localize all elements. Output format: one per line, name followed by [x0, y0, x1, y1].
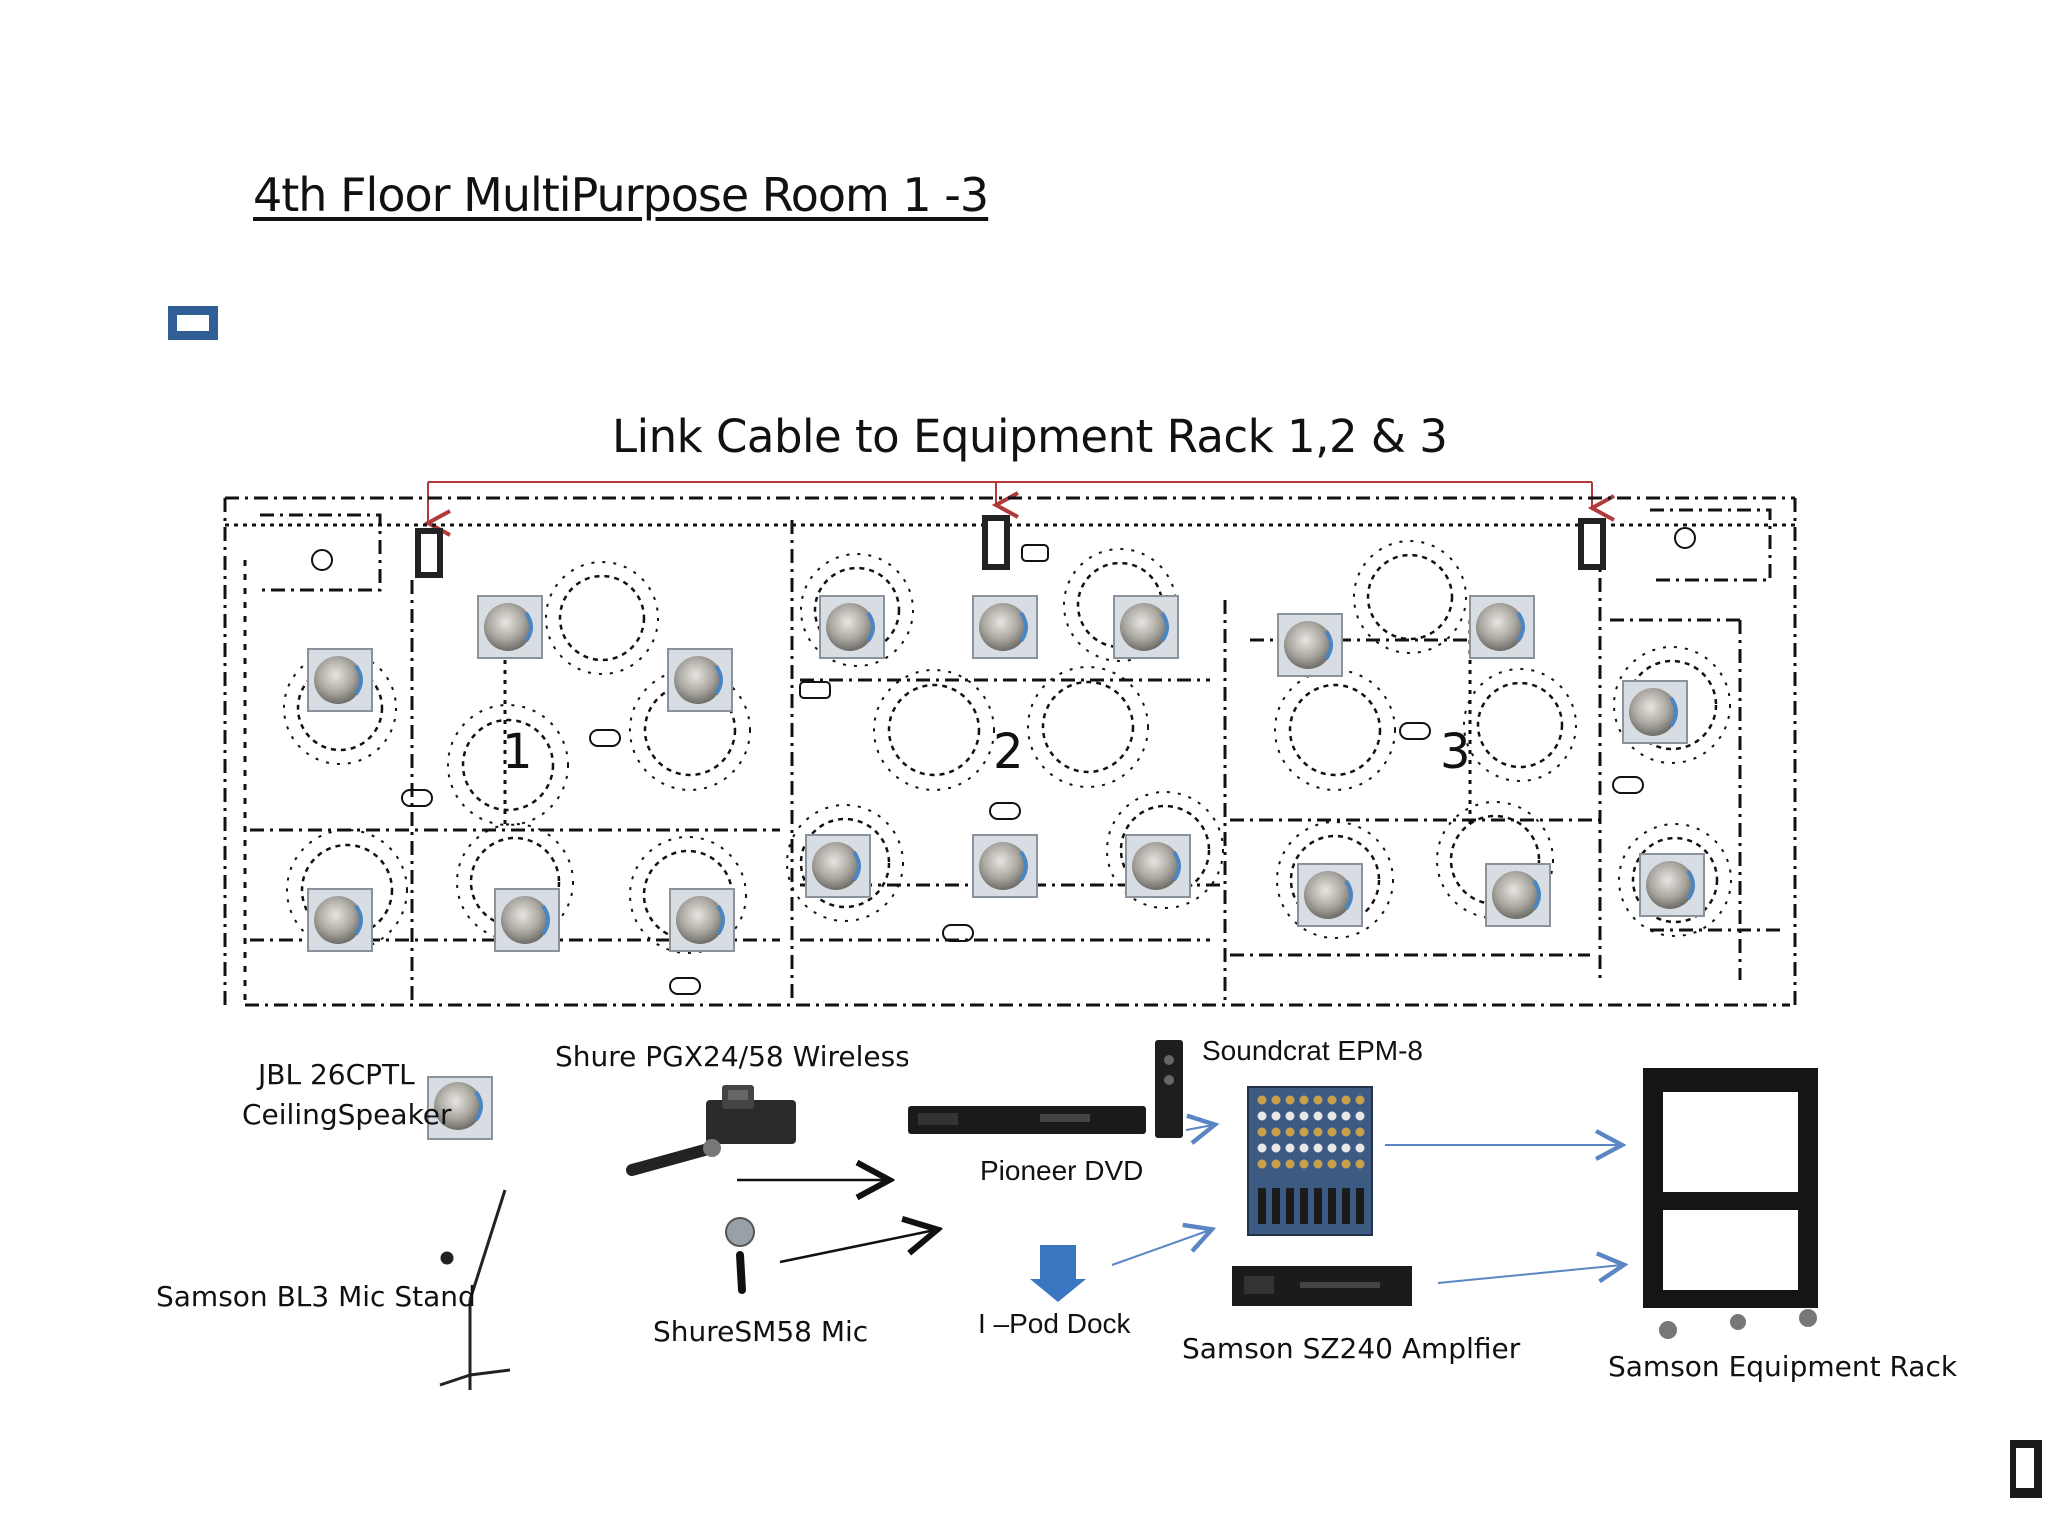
dvd-player-icon [908, 1040, 1183, 1138]
wireless-mic-label: Shure PGX24/58 Wireless M [555, 1040, 908, 1073]
rack-marker-2 [982, 515, 1010, 570]
ceiling-speaker-icon [1469, 595, 1535, 659]
ceiling-speakers [307, 595, 1705, 952]
plan-symbols [311, 527, 1696, 995]
ipod-dock-icon [1030, 1245, 1086, 1302]
ceiling-speaker-icon [972, 595, 1038, 659]
amplifier-icon [1232, 1266, 1412, 1306]
ceiling-speaker-icon [1125, 834, 1191, 898]
corner-rack-icon [2010, 1440, 2042, 1498]
slide-marker-icon [168, 306, 218, 340]
ceiling-speaker-icon [1113, 595, 1179, 659]
ceiling-speaker-icon [1485, 863, 1551, 927]
sm58-mic-label: ShureSM58 Mic [653, 1315, 869, 1348]
dvd-to-mixer-arrow [1185, 1125, 1213, 1130]
link-cable-caption: Link Cable to Equipment Rack 1,2 & 3 [612, 410, 1448, 463]
ipod-to-mixer-arrow [1111, 1230, 1210, 1266]
room-number-3: 3 [1440, 724, 1471, 780]
ceiling-speaker-icon [1622, 680, 1688, 744]
room-number-2: 2 [993, 724, 1024, 780]
dvd-label: Pioneer DVD [980, 1155, 1144, 1186]
mic-stand-label: Samson BL3 Mic Stand [156, 1280, 476, 1313]
ceiling-speaker-icon [494, 888, 560, 952]
ceiling-speaker-icon [972, 834, 1038, 898]
wireless-mic-icon [626, 1085, 796, 1176]
speaker-legend-icon [427, 1076, 493, 1140]
ceiling-speaker-icon [1277, 613, 1343, 677]
sm58-mic-icon [725, 1217, 755, 1294]
rack-marker-1 [415, 528, 443, 578]
ceiling-speaker-icon [805, 834, 871, 898]
mic-stand-icon [439, 1189, 511, 1390]
speaker-label-line2: CeilingSpeaker [242, 1098, 452, 1131]
room-number-1: 1 [502, 724, 533, 780]
rack-marker-3 [1578, 518, 1606, 570]
ceiling-speaker-icon [1297, 863, 1363, 927]
mixer-label: Soundcrat EPM-8 [1202, 1035, 1423, 1066]
speaker-label-line1: JBL 26CPTL [258, 1058, 415, 1091]
ceiling-speaker-icon [1639, 853, 1705, 917]
amplifier-label: Samson SZ240 Amplfier [1182, 1332, 1521, 1365]
ceiling-speaker-icon [667, 648, 733, 712]
amp-to-rack-arrow [1437, 1265, 1622, 1284]
page-title: 4th Floor MultiPurpose Room 1 -3 [253, 168, 989, 222]
ceiling-speaker-icon [307, 648, 373, 712]
equipment-rack-icon [1643, 1068, 1818, 1339]
rack-label: Samson Equipment Rack [1608, 1350, 1958, 1383]
ceiling-speaker-icon [307, 888, 373, 952]
ipod-dock-label: I –Pod Dock [978, 1308, 1131, 1339]
ceiling-speaker-icon [477, 595, 543, 659]
mic-to-mixer-arrow [779, 1230, 935, 1264]
ceiling-speaker-icon [669, 888, 735, 952]
link-cable-arrow [428, 481, 1592, 523]
mixer-icon [1247, 1086, 1373, 1236]
ceiling-speaker-icon [819, 595, 885, 659]
